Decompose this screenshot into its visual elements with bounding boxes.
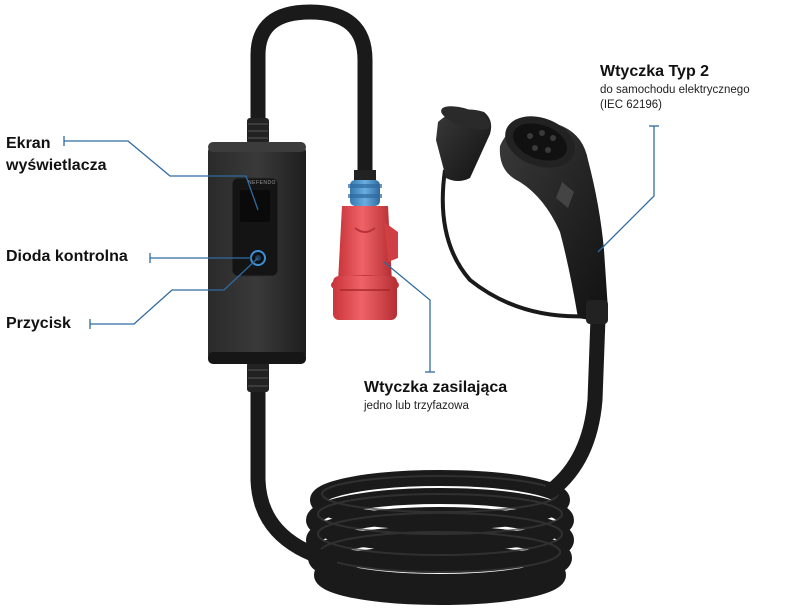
label-power-plug-subtitle: jedno lub trzyfazowa [364,400,469,412]
type2-connector [499,116,608,324]
cable-coil-to-type2 [544,310,606,498]
label-button: Przycisk [6,315,71,332]
label-led: Dioda kontrolna [6,248,128,265]
label-type2-subtitle2: (IEC 62196) [600,99,663,111]
control-box: NEFENDO [208,142,306,364]
leader-lines [63,125,659,373]
label-type2: Wtyczka Typ 2 [600,63,710,80]
cable-box-to-power-plug [250,4,373,190]
label-screen-line1: Ekran [6,135,51,152]
cap-tether [440,169,591,319]
label-power-plug: Wtyczka zasilająca [364,379,508,396]
label-screen-line2: wyświetlacza [6,157,107,174]
label-type2-subtitle1: do samochodu elektrycznego [600,84,750,96]
power-plug-icon [331,170,399,320]
display-screen [240,190,270,222]
protective-cap [436,106,492,181]
cable-box-to-coil [250,357,338,568]
device-brand-text: NEFENDO [248,180,276,186]
